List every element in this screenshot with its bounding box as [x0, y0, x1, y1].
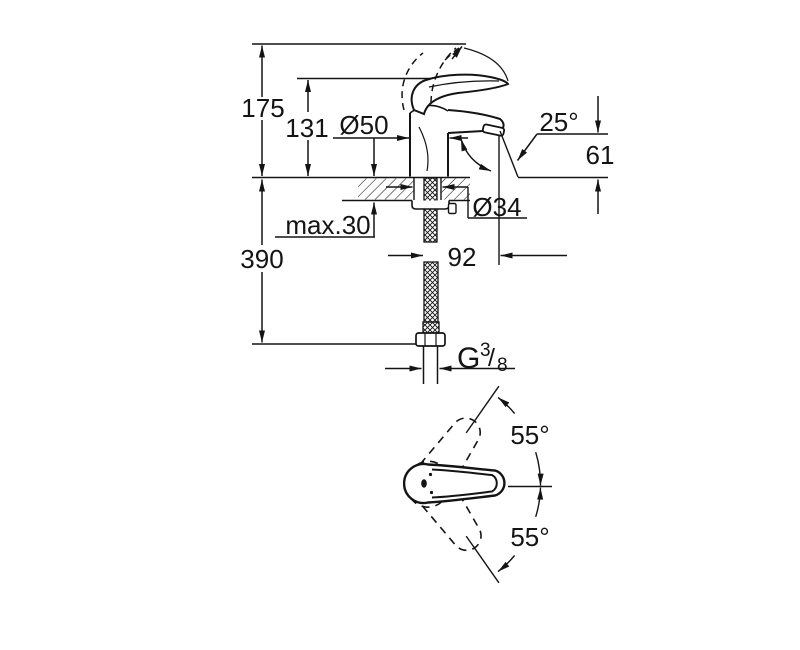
raised-tip-arrow — [451, 46, 463, 60]
aerator — [481, 123, 506, 137]
dim-hose-length-label: 390 — [240, 244, 283, 274]
thread-denominator: 8 — [497, 355, 508, 376]
stream-direction-line — [499, 130, 519, 178]
dim-total-height-label: 175 — [241, 93, 284, 123]
lever-handle-side — [410, 73, 510, 116]
hose-crimp-collar — [422, 321, 440, 334]
thread-g: G — [457, 342, 480, 375]
dimension-lines — [259, 45, 601, 343]
dim-spout-angle-label: 25° — [539, 107, 578, 137]
dim-swivel-angle-upper-label: 55° — [510, 420, 549, 450]
faucet-side-view — [401, 46, 519, 178]
dim-thread-label: G 3 / 8 — [457, 340, 508, 376]
counter-hatch-right — [441, 178, 470, 200]
thread-numerator: 3 — [480, 340, 491, 361]
threaded-stud — [423, 177, 438, 243]
dim-spout-height-label: 61 — [586, 140, 615, 170]
flex-hose — [423, 261, 439, 323]
thread-slash: / — [488, 344, 495, 372]
dim-spout-projection-label: 92 — [448, 242, 477, 272]
handle-top-view — [402, 385, 552, 584]
spout — [447, 109, 505, 129]
mounting-hardware — [411, 177, 457, 384]
dim-handle-height-label: 131 — [285, 113, 328, 143]
dim-base-diameter-label: Ø50 — [339, 110, 388, 140]
dim-max-counter-thickness-label: max.30 — [285, 210, 370, 240]
handle-indicator-dot — [421, 479, 427, 488]
handle-top-outline — [402, 462, 506, 505]
dimension-labels: 175 131 Ø50 25° 61 max.30 Ø34 390 92 55°… — [240, 93, 614, 552]
hex-nut — [415, 332, 446, 347]
dim-hole-diameter-label: Ø34 — [472, 192, 521, 222]
spout-angle-arc — [460, 138, 492, 172]
handle-motion-arc — [463, 47, 509, 82]
counter-cross-section — [358, 178, 470, 200]
dim-swivel-angle-lower-label: 55° — [510, 522, 549, 552]
mounting-flange — [411, 200, 450, 210]
counter-hatch-left — [358, 178, 414, 200]
